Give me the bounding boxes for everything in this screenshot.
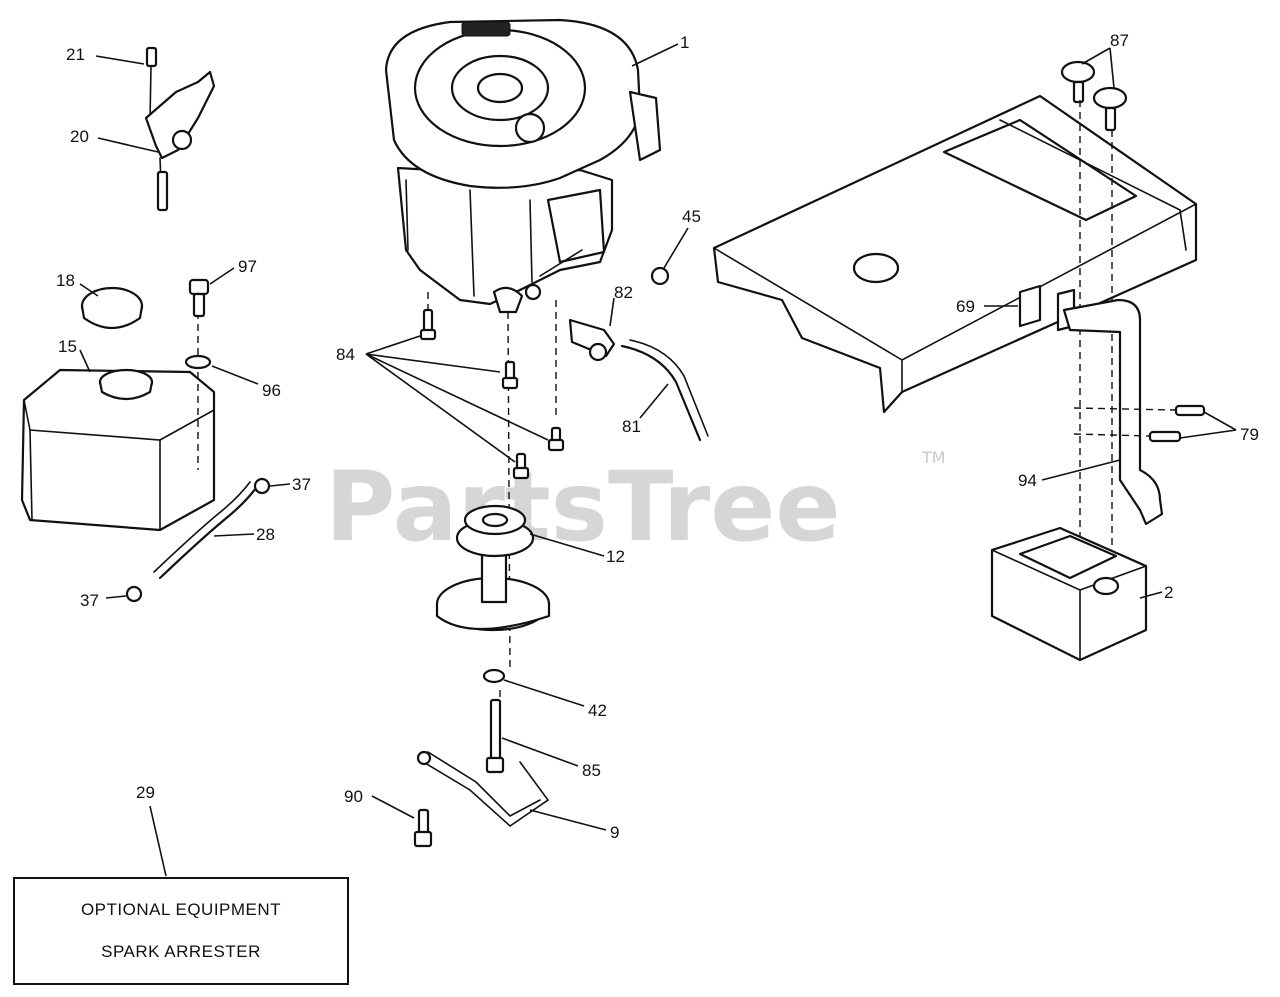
callout-96: 96	[262, 381, 281, 400]
note-line-spark-arrester: SPARK ARRESTER	[101, 942, 261, 961]
callout-69: 69	[956, 297, 975, 316]
callout-20: 20	[70, 127, 89, 146]
washer-96-icon	[184, 354, 212, 370]
callout-37-bottom: 37	[80, 591, 99, 610]
callout-84: 84	[336, 345, 355, 364]
callout-21: 21	[66, 45, 85, 64]
callout-1: 1	[680, 33, 689, 52]
callout-42: 42	[588, 701, 607, 720]
callout-45: 45	[682, 207, 701, 226]
chassis-frame-icon	[712, 94, 1198, 414]
bolt-97-icon	[188, 278, 210, 318]
callout-87: 87	[1110, 31, 1129, 50]
engine-icon	[384, 18, 662, 314]
screw-79-icon	[1148, 404, 1206, 443]
watermark-text: PartsTree	[325, 451, 840, 563]
callout-37-top: 37	[292, 475, 311, 494]
fuel-tank-icon	[20, 368, 216, 532]
throttle-control-icon	[144, 46, 216, 212]
bolt-90-icon	[413, 808, 433, 848]
callout-97: 97	[238, 257, 257, 276]
muffler-icon	[990, 526, 1148, 662]
pulley-icon	[435, 504, 551, 632]
bolt-87-icon	[1060, 60, 1128, 132]
fuel-fitting-icon	[568, 318, 616, 362]
callout-28: 28	[256, 525, 275, 544]
callout-79: 79	[1240, 425, 1259, 444]
callout-12: 12	[606, 547, 625, 566]
callout-29: 29	[136, 783, 155, 802]
bracket-icon	[416, 750, 550, 828]
fuel-cap-icon	[80, 286, 144, 329]
callout-82: 82	[614, 283, 633, 302]
exhaust-pipe-icon	[1062, 298, 1164, 526]
callout-2: 2	[1164, 583, 1173, 602]
nut-icon	[650, 266, 670, 286]
fuel-line-icon	[125, 477, 271, 603]
bolt-icon	[419, 308, 565, 480]
callout-94: 94	[1018, 471, 1037, 490]
callout-81: 81	[622, 417, 641, 436]
callout-15: 15	[58, 337, 77, 356]
watermark-tm: TM	[921, 448, 946, 467]
bolt-85-icon	[485, 698, 505, 774]
callout-9: 9	[610, 823, 619, 842]
washer-icon	[482, 668, 506, 684]
callout-18: 18	[56, 271, 75, 290]
callout-85: 85	[582, 761, 601, 780]
optional-equipment-note: OPTIONAL EQUIPMENT SPARK ARRESTER	[13, 877, 349, 985]
callout-90: 90	[344, 787, 363, 806]
note-line-optional-equipment: OPTIONAL EQUIPMENT	[80, 900, 282, 919]
